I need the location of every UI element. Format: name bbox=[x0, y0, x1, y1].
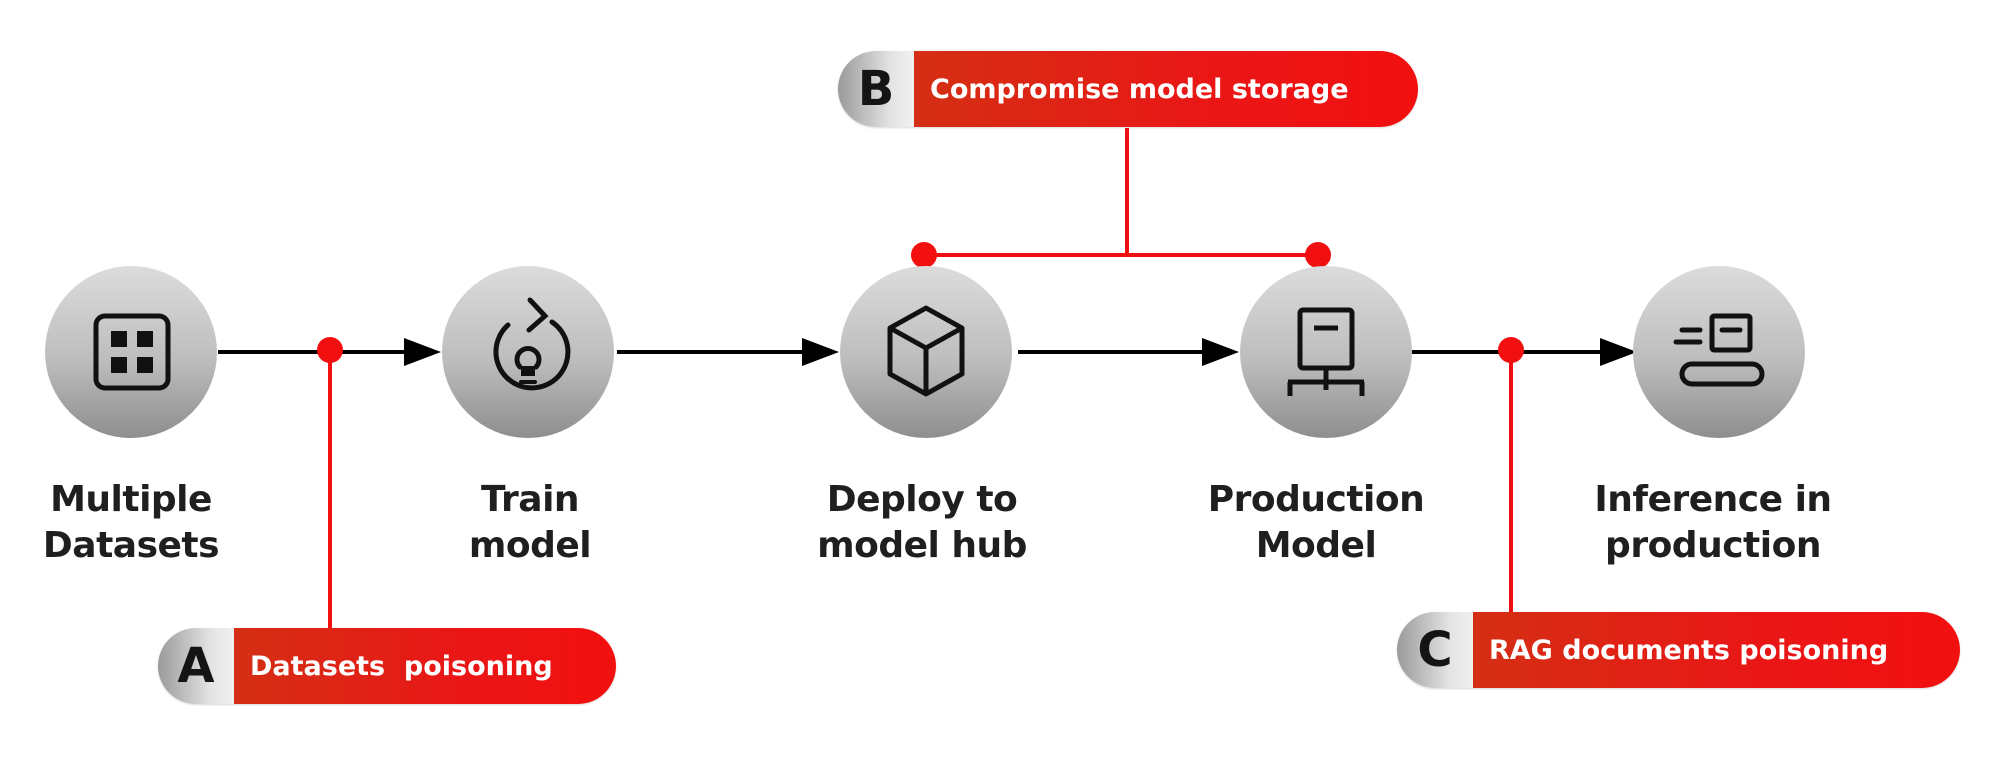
server-icon bbox=[1287, 307, 1365, 396]
stage-label-line: Datasets bbox=[42, 525, 220, 566]
attack-a-point bbox=[317, 337, 343, 363]
stage-node-production bbox=[1240, 266, 1412, 438]
attack-b-point-production bbox=[1305, 242, 1331, 268]
attack-letter-b: B bbox=[838, 51, 914, 127]
stage-node-deploy bbox=[840, 266, 1012, 438]
stage-label-line: Inference in bbox=[1594, 479, 1832, 520]
conveyor-icon bbox=[1673, 313, 1765, 387]
stage-label-line: model bbox=[468, 525, 592, 566]
stage-label-train: Train model bbox=[380, 477, 680, 569]
attack-pill-c: C RAG documents poisoning bbox=[1397, 612, 1960, 688]
stage-label-inference: Inference in production bbox=[1563, 477, 1863, 569]
attack-pill-a: A Datasets poisoning bbox=[158, 628, 616, 704]
flow-arrows bbox=[218, 338, 1637, 366]
stage-node-datasets bbox=[45, 266, 217, 438]
stage-label-line: production bbox=[1605, 525, 1821, 566]
stage-label-line: model hub bbox=[817, 525, 1027, 566]
stage-label-deploy: Deploy to model hub bbox=[772, 477, 1072, 569]
flow-arrowhead-4 bbox=[1600, 338, 1637, 366]
stage-label-line: Multiple bbox=[50, 479, 212, 520]
flow-arrowhead-2 bbox=[802, 338, 839, 366]
attack-b-point-deploy bbox=[911, 242, 937, 268]
attack-connectors bbox=[317, 128, 1524, 630]
stage-label-production: Production Model bbox=[1166, 477, 1466, 569]
stage-node-inference bbox=[1633, 266, 1805, 438]
flow-arrowhead-1 bbox=[404, 338, 441, 366]
attack-label-a: Datasets poisoning bbox=[234, 628, 616, 704]
attack-c-point bbox=[1498, 337, 1524, 363]
stage-label-line: Production bbox=[1207, 479, 1425, 520]
flow-arrowhead-3 bbox=[1202, 338, 1239, 366]
attack-pill-b: B Compromise model storage bbox=[838, 51, 1418, 127]
stage-label-datasets: Multiple Datasets bbox=[0, 477, 281, 569]
attack-letter-c: C bbox=[1397, 612, 1473, 688]
datasets-grid-icon bbox=[93, 313, 171, 391]
train-refresh-bulb-icon bbox=[493, 297, 571, 391]
stage-label-line: Deploy to bbox=[826, 479, 1018, 520]
stage-label-line: Train bbox=[480, 479, 580, 520]
attack-letter-a: A bbox=[158, 628, 234, 704]
attack-label-c: RAG documents poisoning bbox=[1473, 612, 1960, 688]
stage-label-line: Model bbox=[1255, 525, 1377, 566]
attack-label-b: Compromise model storage bbox=[914, 51, 1418, 127]
cube-icon bbox=[887, 305, 965, 397]
stage-node-train bbox=[442, 266, 614, 438]
